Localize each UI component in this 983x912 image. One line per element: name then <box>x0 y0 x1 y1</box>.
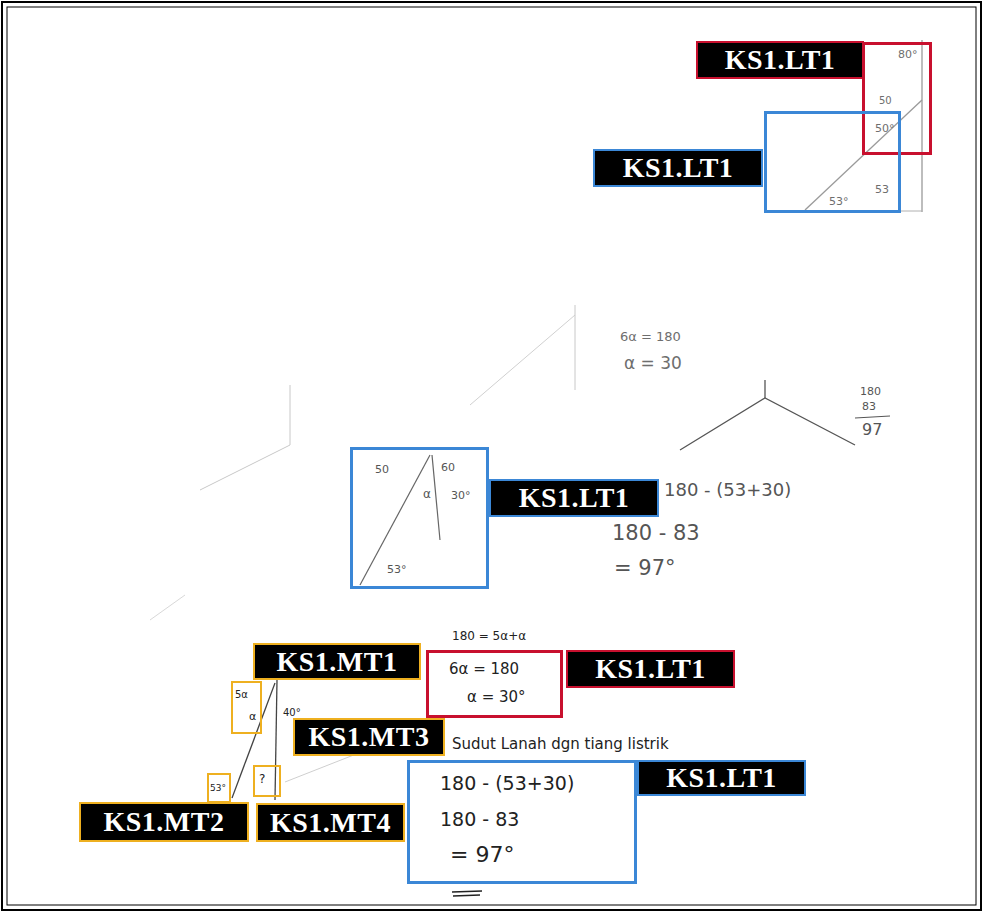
handwritten-note: 97 <box>862 421 882 439</box>
code-label: KS1.MT4 <box>256 803 405 842</box>
handwritten-text: 80° <box>898 49 918 61</box>
subtraction-bar <box>855 416 890 418</box>
code-label: KS1.LT1 <box>566 650 735 688</box>
code-label: KS1.LT1 <box>489 479 659 517</box>
handwritten-text: 50° <box>875 123 895 135</box>
handwritten-text: α = 30° <box>467 689 526 706</box>
handwritten-note: = 97° <box>614 557 676 580</box>
handwritten-text: α <box>423 488 431 501</box>
handwritten-text: ? <box>259 773 265 786</box>
handwritten-note: 83 <box>862 401 876 413</box>
code-label: KS1.MT3 <box>293 718 445 756</box>
v-sketch <box>680 398 855 450</box>
handwritten-note: 6α = 180 <box>620 330 681 344</box>
underline <box>452 891 482 892</box>
highlight-box: 50 60 α 30° 53° <box>350 447 489 589</box>
highlight-box: 5αα <box>231 681 262 734</box>
handwritten-note: 180 - (53+30) <box>664 480 791 500</box>
handwritten-text: 53 <box>875 184 889 196</box>
v-sketch-stem <box>764 380 765 398</box>
pole-line <box>921 40 922 212</box>
code-text: KS1.LT1 <box>666 764 777 792</box>
handwritten-note: 180 <box>860 386 881 398</box>
handwritten-note: 40° <box>283 707 301 718</box>
faint-stroke <box>150 595 185 620</box>
handwritten-text: 180 - (53+30) <box>440 773 574 794</box>
handwritten-text: α <box>249 711 256 723</box>
faint-pole <box>290 385 291 445</box>
faint-pole <box>575 305 576 390</box>
faint-wire <box>200 445 290 490</box>
code-label: KS1.LT1 <box>593 149 763 187</box>
wire-line <box>360 455 430 585</box>
handwritten-text: 53° <box>829 196 849 208</box>
code-label: KS1.MT2 <box>79 802 249 842</box>
code-text: KS1.MT1 <box>277 648 398 676</box>
pole-line <box>275 680 277 800</box>
handwritten-note: Sudut Lanah dgn tiang listrik <box>452 736 669 753</box>
pole-line <box>432 455 440 540</box>
code-text: KS1.MT4 <box>270 809 391 837</box>
highlight-box: 53° 53 <box>764 111 901 213</box>
handwritten-text: 53° <box>387 564 407 576</box>
code-label: KS1.LT1 <box>637 760 806 796</box>
handwritten-text: 50 <box>879 95 892 106</box>
underline <box>453 895 480 896</box>
handwritten-note: α = 30 <box>624 354 682 373</box>
highlight-box: 6α = 180 α = 30° <box>426 650 563 718</box>
handwritten-text: 53° <box>210 784 226 794</box>
highlight-box: ? <box>253 765 281 797</box>
handwritten-text: 50 <box>375 464 389 476</box>
handwritten-text: 30° <box>451 490 471 502</box>
code-text: KS1.LT1 <box>725 46 836 74</box>
handwritten-text: 180 - 83 <box>440 809 519 830</box>
code-text: KS1.LT1 <box>519 484 630 512</box>
highlight-box: 80° 50 50° <box>862 42 932 155</box>
handwritten-note: 180 = 5α+α <box>452 630 526 643</box>
handwritten-text: = 97° <box>450 843 514 867</box>
code-text: KS1.LT1 <box>595 655 706 683</box>
code-label: KS1.MT1 <box>253 643 421 680</box>
code-text: KS1.MT2 <box>104 808 225 836</box>
handwritten-text: 6α = 180 <box>449 661 519 678</box>
code-text: KS1.MT3 <box>309 723 430 751</box>
code-text: KS1.LT1 <box>623 154 734 182</box>
handwritten-note: 180 - 83 <box>612 522 700 545</box>
faint-wire <box>470 315 575 405</box>
code-label: KS1.LT1 <box>696 41 864 79</box>
handwritten-text: 5α <box>235 689 248 700</box>
highlight-box: 53° <box>207 773 231 803</box>
handwritten-text: 60 <box>441 462 455 474</box>
highlight-box: 180 - (53+30) 180 - 83 = 97° <box>407 760 637 884</box>
inner-frame <box>7 7 976 905</box>
